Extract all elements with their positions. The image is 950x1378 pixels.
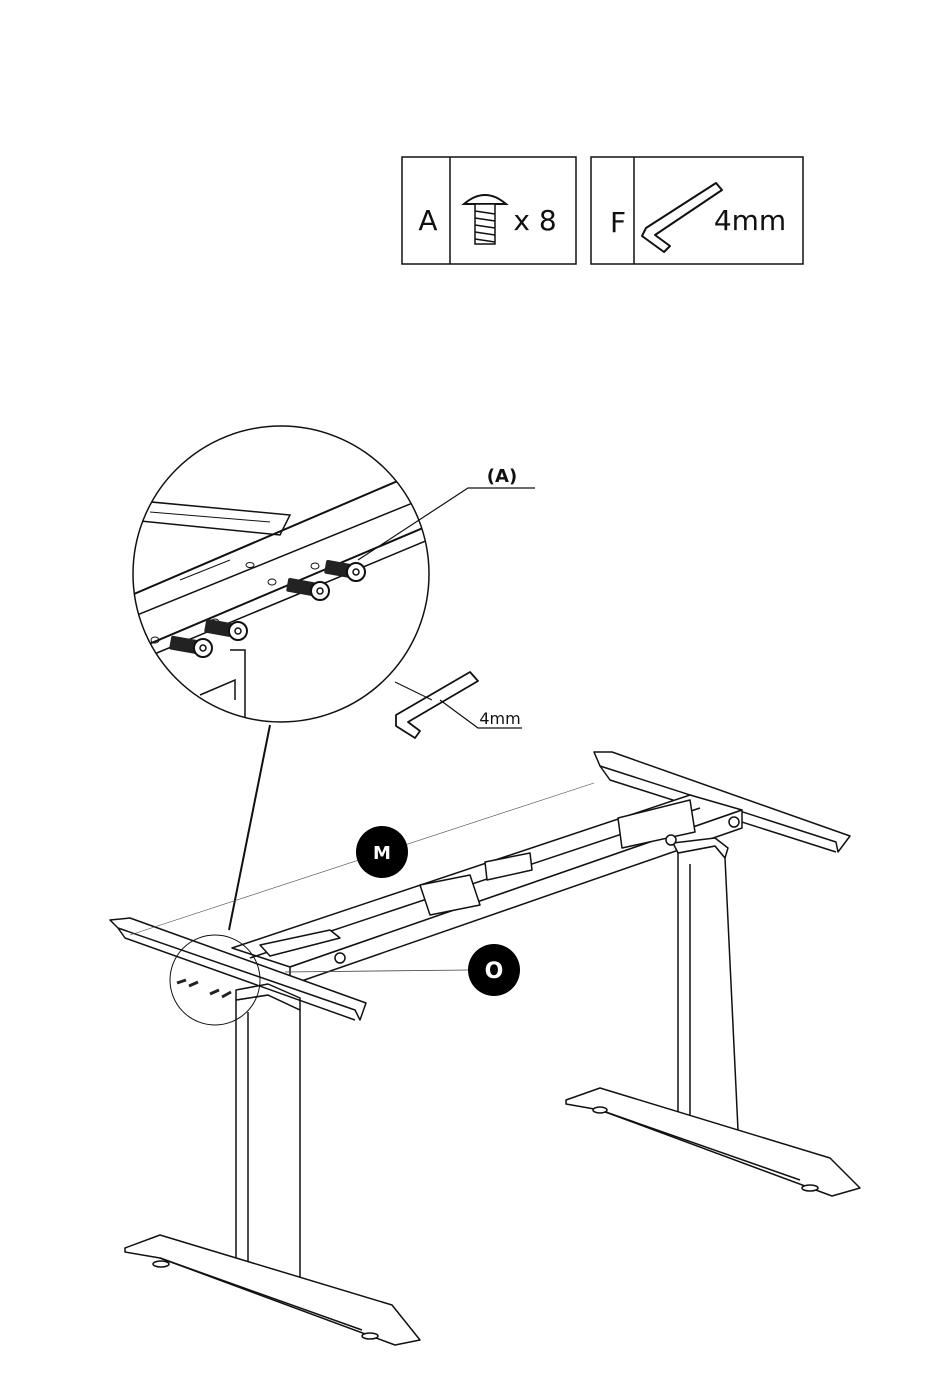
part-a-quantity: x 8 (513, 204, 556, 237)
badge-m: M (356, 826, 408, 878)
part-f-letter: F (610, 206, 626, 239)
screw-icon (464, 195, 506, 244)
badge-o-label: O (485, 959, 504, 984)
tool-size-label: 4mm (479, 709, 520, 728)
hex-key-icon (642, 183, 722, 252)
part-a-letter: A (418, 204, 437, 237)
hex-key-tool: 4mm (395, 672, 522, 738)
badge-o: O (468, 944, 520, 996)
parts-box-a: A x 8 (402, 157, 576, 264)
desk-frame (110, 752, 860, 1345)
screw-detail-3 (204, 619, 247, 640)
part-f-quantity: 4mm (714, 204, 786, 237)
screw-detail-1 (324, 560, 365, 581)
badge-m-label: M (373, 843, 391, 864)
parts-box-f: F 4mm (591, 157, 803, 264)
screw-ref-label: (A) (487, 466, 517, 487)
